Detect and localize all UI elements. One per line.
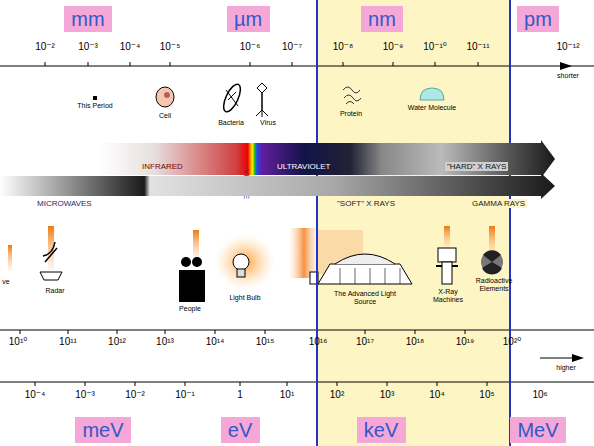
unit-box: MeV xyxy=(510,417,566,443)
unit-label: meV xyxy=(82,417,123,443)
caption-label: People xyxy=(179,305,201,313)
band-label: ULTRAVIOLET xyxy=(275,162,333,171)
axis-tick-label: 10³ xyxy=(380,389,394,401)
axis-tick-label: 10⁻⁵ xyxy=(160,41,181,53)
caption-label: ve xyxy=(2,278,9,286)
axis-tick-label: 10⁻⁸ xyxy=(333,41,354,53)
caption-label: Cell xyxy=(159,112,171,120)
axis-tick-label: 10¹¹ xyxy=(59,336,77,348)
band-label: GAMMA RAYS xyxy=(470,199,527,208)
unit-box: keV xyxy=(357,417,406,443)
unit-label: MeV xyxy=(517,417,558,443)
unit-box: pm xyxy=(517,6,559,32)
caption-label: Protein xyxy=(340,110,362,118)
axis-tick-label: 10¹⁵ xyxy=(256,336,275,348)
axis-tick-label: 10⁵ xyxy=(479,389,494,401)
unit-label: nm xyxy=(368,6,396,32)
band-label: "SOFT" X RAYS xyxy=(335,199,397,208)
caption-label: higher xyxy=(556,364,575,372)
caption-label: Virus xyxy=(260,119,276,127)
axis-tick-label: 1 xyxy=(237,389,243,401)
band-label: MICROWAVES xyxy=(35,199,94,208)
axis-tick-label: 10¹⁹ xyxy=(456,336,475,348)
caption-label: shorter xyxy=(557,72,579,80)
axis-tick-label: 10⁻³ xyxy=(75,389,95,401)
axis-tick-label: 10⁻³ xyxy=(78,41,98,53)
unit-box: nm xyxy=(361,6,403,32)
axis-tick-label: 10¹ xyxy=(280,389,294,401)
caption-label: This Period xyxy=(77,102,112,110)
caption-label: Water Molecule xyxy=(408,104,456,112)
axis-tick-label: 10² xyxy=(330,389,344,401)
unit-label: µm xyxy=(234,6,262,32)
axis-tick-label: 10¹⁶ xyxy=(309,336,328,348)
axis-tick-label: 10⁻¹ xyxy=(175,389,195,401)
unit-label: pm xyxy=(524,6,552,32)
spectrum-band: MICROWAVES "SOFT" X RAYS GAMMA RAYS xyxy=(0,176,555,210)
axis-tick-label: 10⁻⁴ xyxy=(120,41,141,53)
unit-box: meV xyxy=(75,417,131,443)
unit-box: mm xyxy=(64,6,112,32)
axis-tick-label: 10¹² xyxy=(108,336,126,348)
axis-tick-label: 10⁴ xyxy=(429,389,444,401)
axis-tick-label: 10⁻¹² xyxy=(556,41,579,53)
axis-tick-label: 10⁻⁶ xyxy=(240,41,261,53)
caption-label: X-Ray Machines xyxy=(428,288,468,304)
unit-label: mm xyxy=(71,6,104,32)
unit-box: µm xyxy=(227,6,270,32)
axis-tick-label: 10⁻⁴ xyxy=(25,389,46,401)
axis-tick-label: 10¹⁷ xyxy=(356,336,374,348)
caption-label: Radioactive Elements xyxy=(472,277,516,293)
axis-tick-label: 10⁻¹⁰ xyxy=(423,41,447,53)
axis-tick-label: 10¹³ xyxy=(156,336,174,348)
axis-tick-label: 10¹⁸ xyxy=(406,336,425,348)
axis-tick-label: 10⁶ xyxy=(532,389,547,401)
axis-tick-label: 10⁻⁹ xyxy=(383,41,404,53)
axis-tick-label: 10²⁰ xyxy=(503,336,521,348)
band-label: INFRARED xyxy=(140,162,185,171)
unit-box: eV xyxy=(221,417,260,443)
axis-tick-label: 10⁻¹¹ xyxy=(466,41,489,53)
caption-label: Bacteria xyxy=(218,119,244,127)
axis-tick-label: 10¹⁴ xyxy=(206,336,225,348)
axis-tick-label: 10⁻² xyxy=(125,389,145,401)
axis-tick-label: 10¹⁰ xyxy=(9,336,27,348)
axis-tick-label: 10⁻² xyxy=(35,41,55,53)
caption-label: Light Bulb xyxy=(210,294,280,302)
caption-label: The Advanced Light Source xyxy=(329,290,401,306)
unit-label: keV xyxy=(364,417,398,443)
band-label: "HARD" X RAYS xyxy=(445,162,508,171)
unit-label: eV xyxy=(228,417,252,443)
axis-tick-label: 10⁻⁷ xyxy=(282,41,302,53)
caption-label: Radar xyxy=(45,287,64,295)
